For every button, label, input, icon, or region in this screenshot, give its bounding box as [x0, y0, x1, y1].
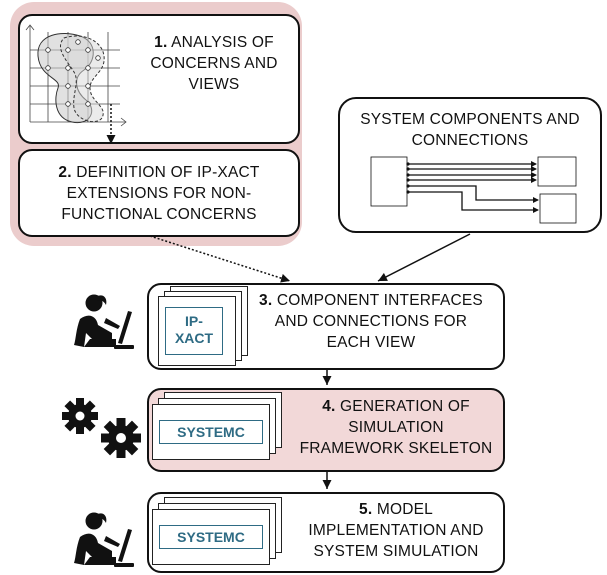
systemc-doc-5-front: SYSTEMC: [152, 509, 270, 565]
arrow-system-step3: [377, 233, 471, 282]
step-1-text: 1. ANALYSIS OF CONCERNS AND VIEWS: [132, 32, 296, 95]
step-5-line-3: SYSTEM SIMULATION: [313, 543, 479, 560]
step-2-text: 2. DEFINITION OF IP-XACT EXTENSIONS FOR …: [24, 162, 294, 225]
step-2-number: 2.: [58, 164, 72, 181]
step-4-line-1: GENERATION OF: [340, 398, 470, 415]
ipxact-doc-front: IP- XACT: [158, 296, 236, 366]
component-block-target-2: [539, 193, 577, 224]
systemc-label-4: SYSTEMC: [159, 420, 263, 444]
step-2-box: 2. DEFINITION OF IP-XACT EXTENSIONS FOR …: [18, 149, 300, 237]
step-1-line-3: VIEWS: [188, 76, 240, 93]
step-4-number: 4.: [322, 398, 336, 415]
ipxact-label-line-2: XACT: [174, 330, 214, 346]
systemc-label-5: SYSTEMC: [159, 525, 263, 549]
ipxact-label: IP- XACT: [165, 307, 223, 355]
step-1-box: 1. ANALYSIS OF CONCERNS AND VIEWS: [18, 14, 300, 144]
step-3-text: 3. COMPONENT INTERFACES AND CONNECTIONS …: [239, 290, 503, 353]
user-at-computer-icon: [74, 512, 134, 567]
chart-icon: [25, 24, 127, 127]
step-2-line-2: EXTENSIONS FOR NON-: [66, 185, 252, 202]
systemc-doc-4-front: SYSTEMC: [152, 404, 270, 460]
step-5-line-2: IMPLEMENTATION AND: [308, 522, 484, 539]
ipxact-label-line-1: IP-: [185, 313, 203, 329]
gears-icon: [62, 398, 141, 458]
step-1-line-1: ANALYSIS OF: [171, 34, 274, 51]
step-4-line-3: FRAMEWORK SKELETON: [299, 440, 493, 457]
step-5-text: 5. MODEL IMPLEMENTATION AND SYSTEM SIMUL…: [289, 499, 503, 562]
step-5-number: 5.: [359, 501, 373, 518]
dotted-arrow-step2-step3: [149, 235, 291, 283]
step-1-line-2: CONCERNS AND: [150, 55, 278, 72]
component-block-diagram: [370, 156, 577, 224]
step-4-line-2: SIMULATION: [348, 419, 444, 436]
component-block-source: [370, 156, 408, 207]
step-1-number: 1.: [154, 34, 168, 51]
step-5-line-1: MODEL: [376, 501, 433, 518]
system-components-title: SYSTEM COMPONENTS AND CONNECTIONS: [342, 109, 598, 151]
step-3-line-1: COMPONENT INTERFACES: [276, 292, 483, 309]
step-2-line-1: DEFINITION OF IP-XACT: [76, 164, 260, 181]
step-3-number: 3.: [259, 292, 273, 309]
step-2-line-3: FUNCTIONAL CONCERNS: [61, 206, 257, 223]
system-title-line-1: SYSTEM COMPONENTS AND: [360, 111, 580, 128]
component-block-target-1: [537, 156, 577, 187]
step-3-line-3: EACH VIEW: [326, 334, 416, 351]
step-4-text: 4. GENERATION OF SIMULATION FRAMEWORK SK…: [289, 396, 503, 459]
system-title-line-2: CONNECTIONS: [411, 132, 529, 149]
user-at-computer-icon: [74, 294, 134, 349]
step-3-line-2: AND CONNECTIONS FOR: [274, 313, 468, 330]
